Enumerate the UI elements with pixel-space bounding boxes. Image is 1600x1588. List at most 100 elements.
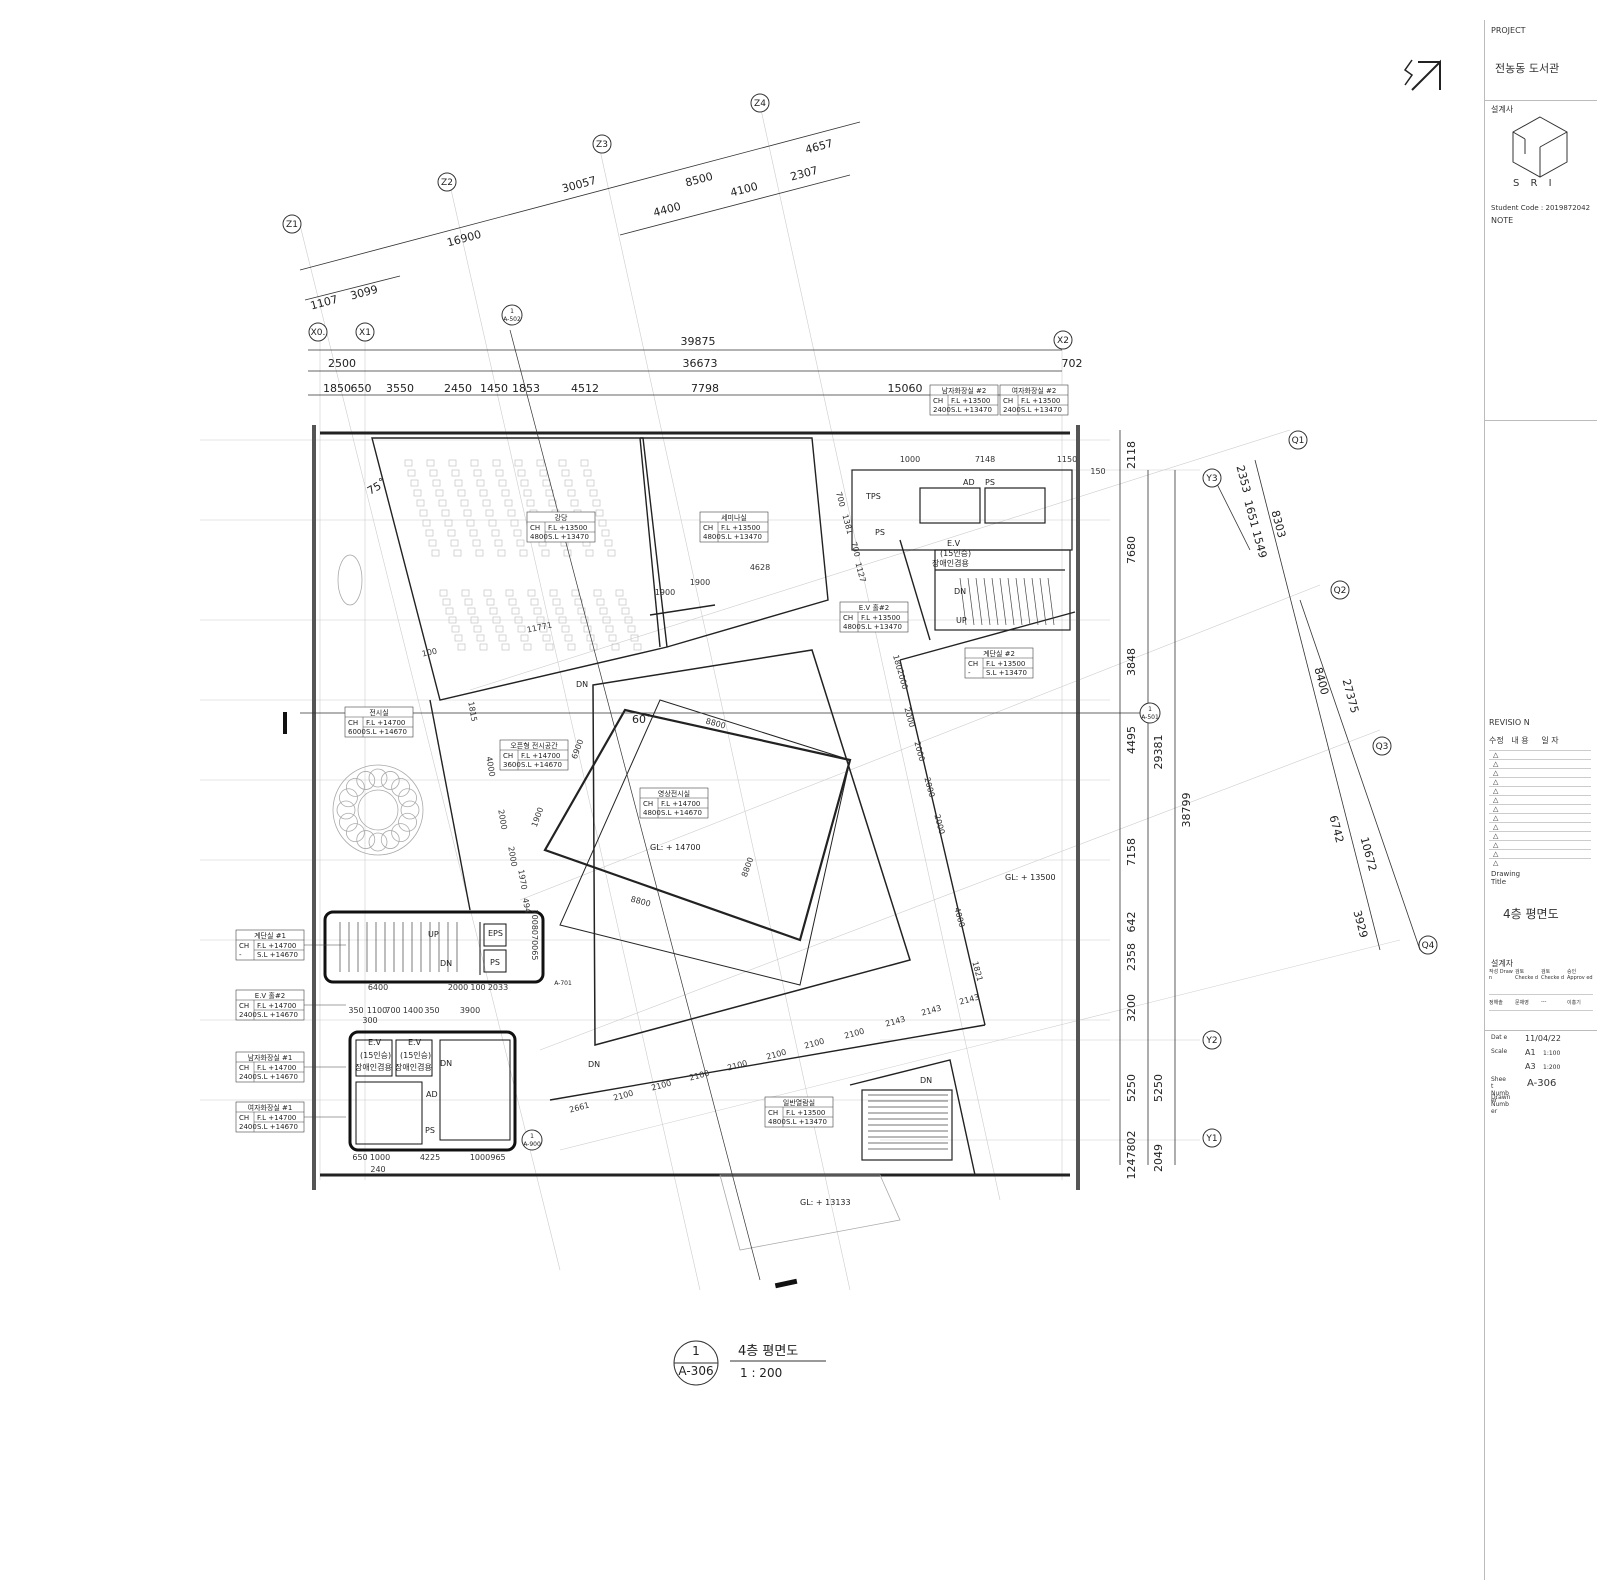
svg-text:E.V: E.V [368,1038,382,1047]
seat [607,549,616,557]
seat [464,598,473,606]
seat [527,589,536,597]
seat [467,607,476,615]
plan-title: 1 A-306 4층 평면도 1 : 200 [673,1340,826,1386]
svg-text:494: 494 [521,897,533,914]
svg-text:350: 350 [424,1006,439,1015]
seat [595,509,604,517]
stair-3-treads [868,1094,948,1150]
auditorium-seating [404,459,642,651]
seat [555,607,564,615]
rosette-petal [400,800,420,820]
seat [497,549,506,557]
svg-text:15060: 15060 [888,382,923,395]
seat [460,499,469,507]
seat [533,607,542,615]
dimension-text-top: 16900 30057 8500 4657 4400 4100 2307 110… [309,137,1083,395]
room-ch-value: 4800 [643,809,661,817]
seat [483,589,492,597]
seat [495,625,504,633]
project-label: PROJECT [1491,26,1526,35]
svg-text:장애인겸용: 장애인겸용 [932,558,969,568]
exhibition-hall [543,649,911,1046]
grid-bubbles: Z1 Z2 Z3 Z4 X0. X1 X2 Y3 Y2 Y1 Q1 Q2 Q3 … [282,93,1438,1148]
seat [630,634,639,642]
seat [508,598,517,606]
room-sl: S.L +13470 [548,533,589,541]
svg-text:1970: 1970 [516,869,528,891]
drawing-title-label: Drawing Title [1491,870,1521,886]
sheet-number-label: Shee t Numb er [1491,1076,1509,1104]
room-sl: S.L +13470 [721,533,762,541]
stair-tread [1047,577,1055,626]
room-fl: F.L +14700 [366,719,405,727]
svg-text:A-701: A-701 [554,980,572,987]
svg-text:Y1: Y1 [1205,1134,1217,1144]
seat [520,634,529,642]
dimension-text-right: 2118 7680 3848 4495 7158 642 2358 3200 5… [1125,441,1379,1180]
svg-text:4512: 4512 [571,382,599,395]
section-markers [283,712,798,1289]
date-value: 11/04/22 [1525,1034,1561,1043]
seat [621,607,630,615]
seat [476,634,485,642]
room-fl: F.L +14700 [257,942,296,950]
room-ch-value: 2400 [239,1123,257,1131]
svg-text:(15인승): (15인승) [360,1050,391,1060]
sri-logo [1512,116,1568,178]
svg-text:700: 700 [849,541,862,558]
svg-text:100: 100 [470,983,485,992]
svg-text:1900: 1900 [530,806,545,828]
seat [523,489,532,497]
seat [438,499,447,507]
seat [563,549,572,557]
svg-text:DN: DN [920,1076,932,1085]
rosette-petal [356,830,376,849]
stair-tread [967,577,975,626]
room-name: E.V 홀#2 [859,603,889,612]
room-sl: S.L +14670 [257,1123,298,1131]
svg-text:350: 350 [348,1006,363,1015]
svg-text:2661: 2661 [568,1101,590,1115]
svg-text:Z2: Z2 [441,178,453,188]
sheet-number: A-306 [1527,1078,1557,1089]
svg-text:DN: DN [440,1059,452,1068]
grid-bubble-x0: X0. [308,322,328,342]
svg-text:2000: 2000 [496,809,508,831]
ref-a701: A-701 [554,980,572,987]
revision-row: △ [1489,813,1591,822]
rosette-petal [336,800,356,820]
svg-text:4층 평면도: 4층 평면도 [738,1344,798,1359]
seat [577,607,586,615]
svg-text:X0.: X0. [311,328,326,338]
room-ch: CH [239,1002,249,1010]
svg-text:36673: 36673 [683,357,718,370]
seat [454,479,463,487]
lower-canopy [719,1174,901,1251]
toilet-block-2 [851,469,1073,631]
svg-text:장애인겸용: 장애인겸용 [395,1062,432,1072]
svg-text:2143: 2143 [920,1004,942,1018]
room-ch: CH [530,524,540,532]
seat [624,616,633,624]
seat [605,625,614,633]
stair-3 [861,1089,953,1161]
svg-text:4225: 4225 [420,1153,440,1162]
seat [453,549,462,557]
date-label: Dat e [1491,1034,1508,1041]
seat [482,499,491,507]
svg-text:1: 1 [1148,706,1152,713]
svg-text:2358: 2358 [1125,943,1138,971]
north-arrow-icon [1403,59,1441,91]
seat [541,549,550,557]
ref-a502: 1A-502 [501,304,523,326]
svg-text:2353: 2353 [1233,464,1253,494]
svg-text:2000: 2000 [922,776,936,798]
student-code: Student Code : 2019872042 [1491,204,1591,212]
